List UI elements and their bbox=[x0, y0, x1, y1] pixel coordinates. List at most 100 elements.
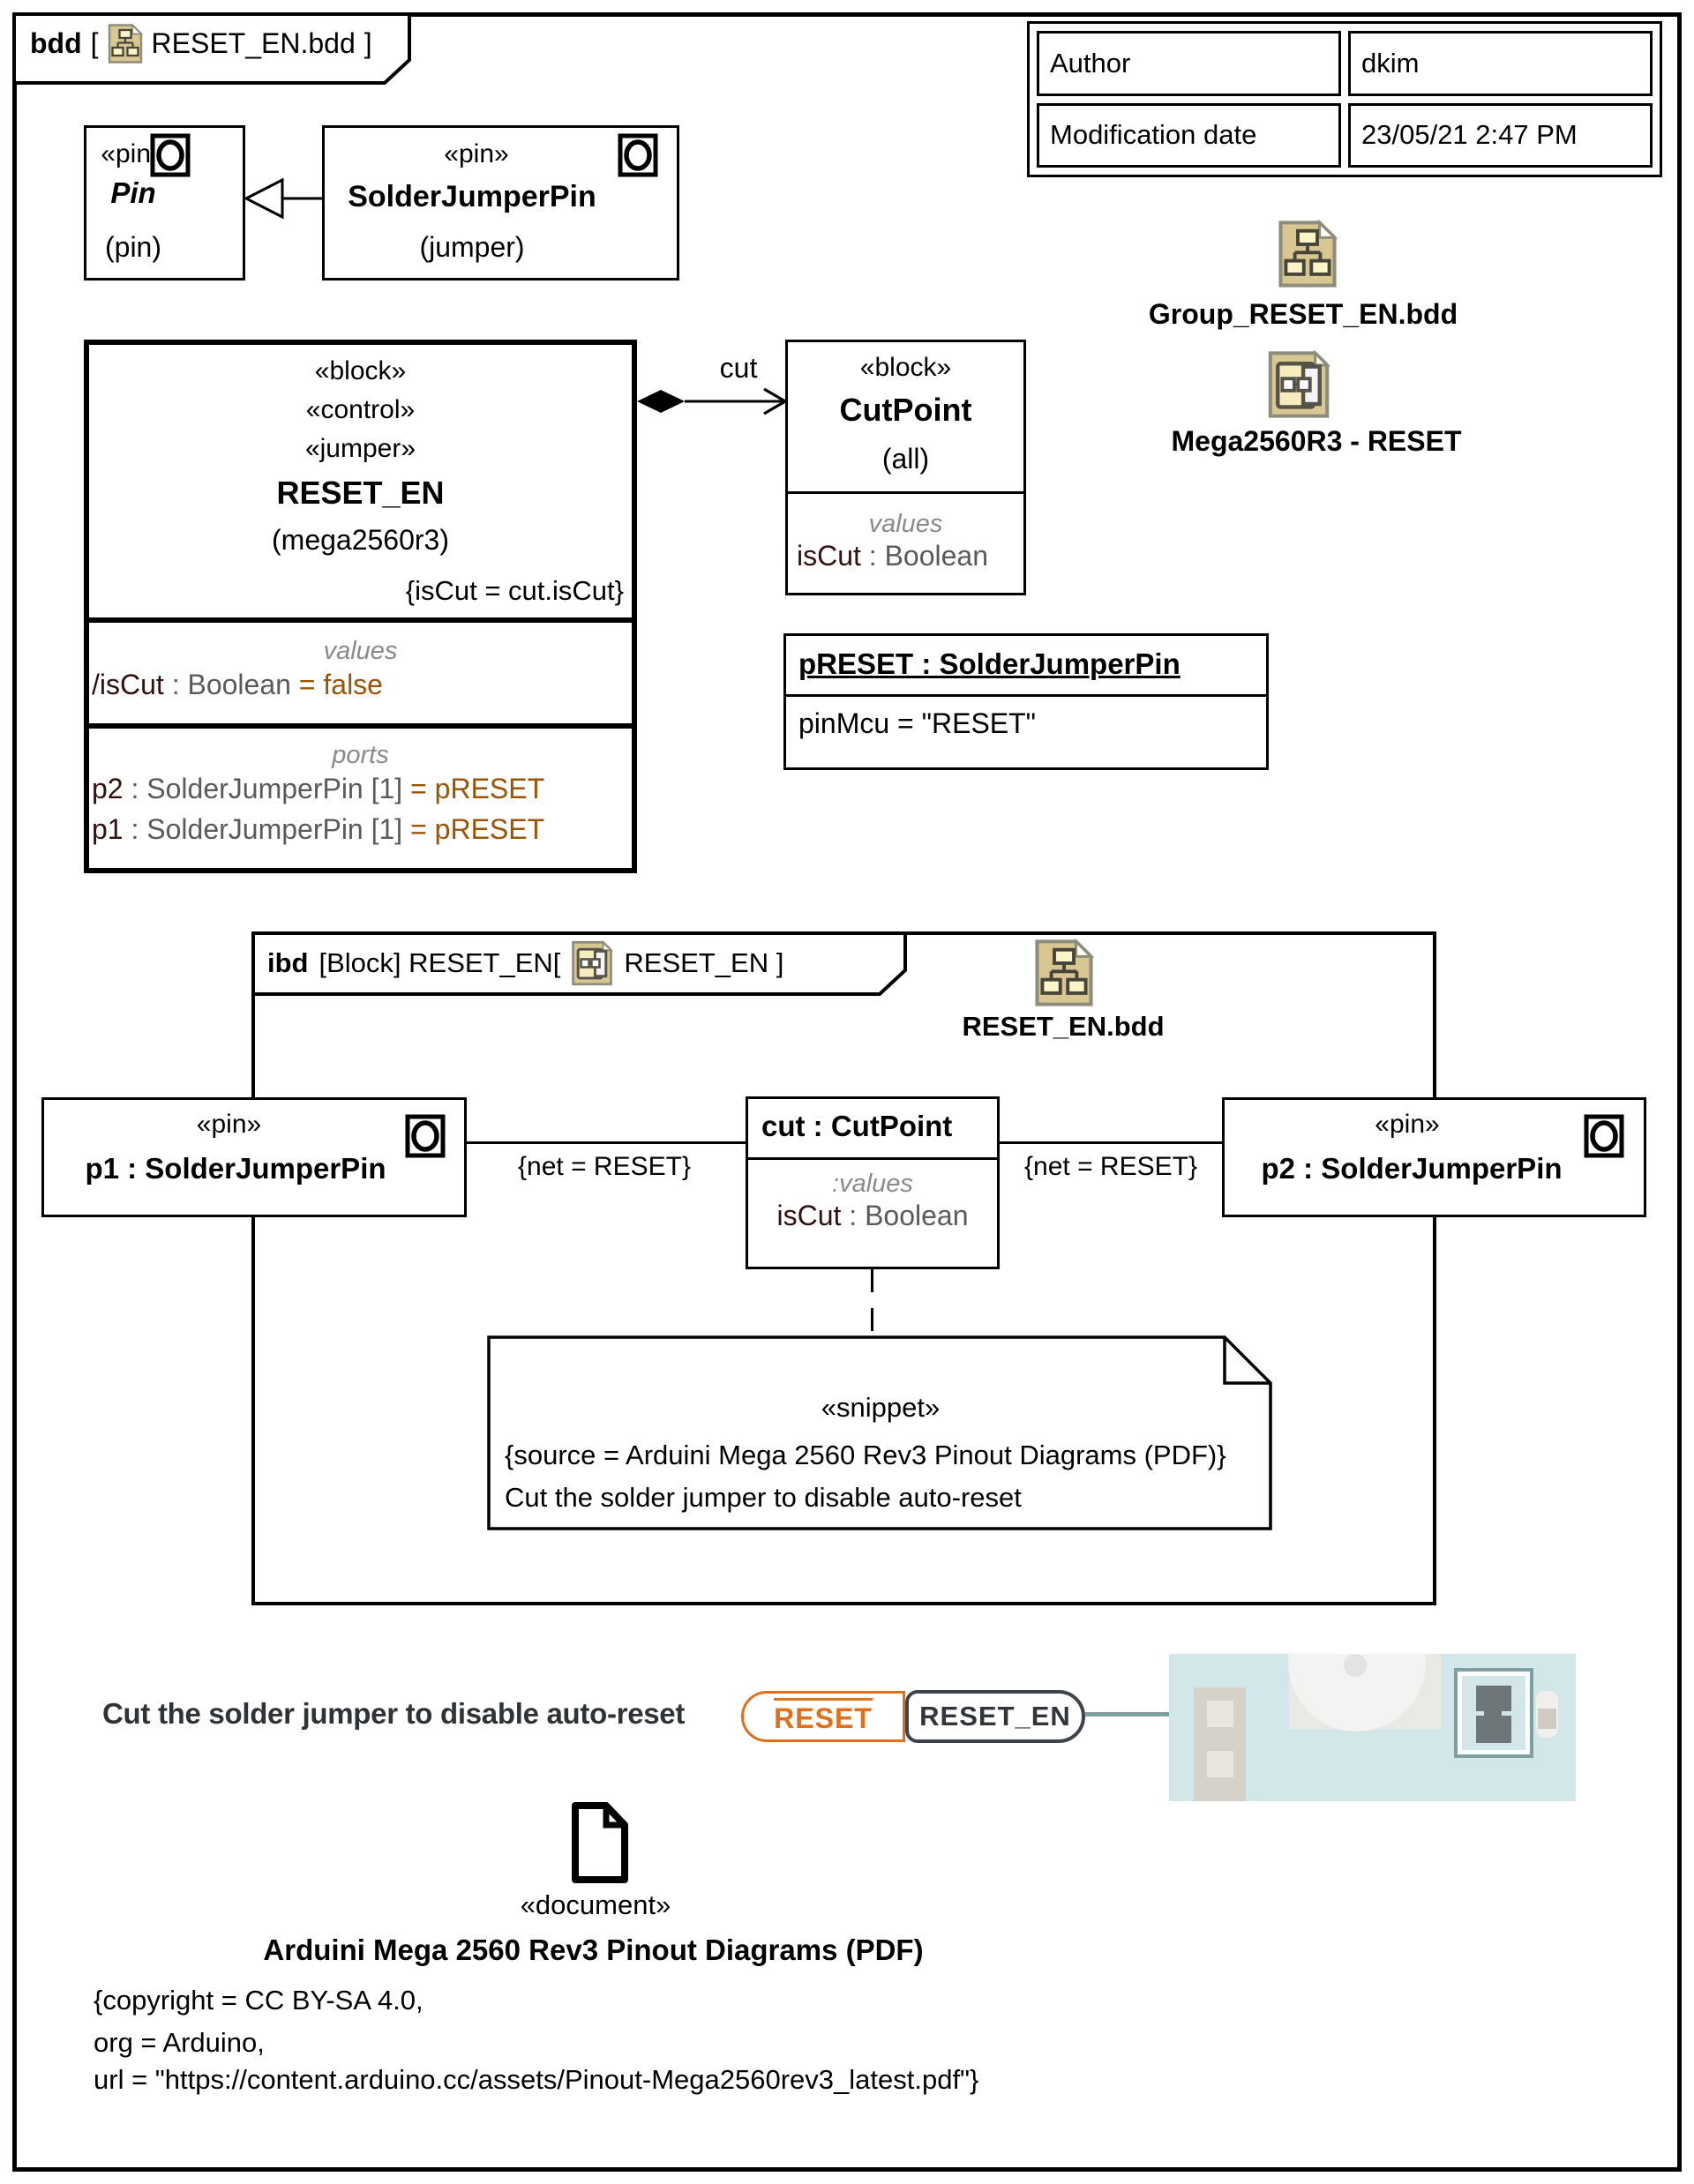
pin-icon bbox=[150, 132, 191, 178]
value-type: : Boolean bbox=[860, 540, 989, 572]
pcb-connector-pad bbox=[1538, 1709, 1556, 1729]
reset-en-separator bbox=[89, 723, 632, 729]
cutpoint-separator bbox=[788, 491, 1023, 494]
info-moddate-value-cell: 23/05/21 2:47 PM bbox=[1348, 102, 1653, 168]
p2-port-part[interactable] bbox=[1222, 1097, 1646, 1217]
bdd-tab-open-bracket: [ bbox=[90, 26, 99, 59]
preset-instance-title: pRESET : SolderJumperPin bbox=[798, 647, 1181, 680]
port-default: = pRESET bbox=[410, 773, 545, 804]
callout-note-text: Cut the solder jumper to disable auto-re… bbox=[102, 1697, 686, 1730]
diagram-frame bbox=[12, 12, 1682, 2172]
mega-reset-artifact-icon[interactable] bbox=[1267, 350, 1330, 419]
composition-association[interactable] bbox=[635, 378, 789, 424]
document-title[interactable]: Arduini Mega 2560 Rev3 Pinout Diagrams (… bbox=[263, 1933, 924, 1966]
snippet-note[interactable] bbox=[487, 1335, 1274, 1531]
cutpoint-alias: (all) bbox=[881, 443, 930, 475]
reset-signal-label: RESET bbox=[774, 1698, 873, 1735]
document-url-line: url = "https://content.arduino.cc/assets… bbox=[94, 2064, 979, 2095]
ibd-tab-tail: RESET_EN ] bbox=[624, 947, 784, 978]
generalization-arrow[interactable] bbox=[244, 173, 325, 224]
reset-en-constraint: {isCut = cut.isCut} bbox=[405, 575, 624, 606]
info-author-label: Author bbox=[1050, 47, 1131, 79]
reset-en-block[interactable] bbox=[84, 340, 637, 873]
cut-part[interactable] bbox=[746, 1096, 1000, 1269]
reset-en-port-line: p1 : SolderJumperPin [1] = pRESET bbox=[92, 813, 544, 846]
ibd-tab-kind: ibd bbox=[267, 947, 309, 978]
group-bdd-artifact-label[interactable]: Group_RESET_EN.bdd bbox=[1148, 298, 1458, 330]
composition-role-label: cut bbox=[719, 352, 758, 384]
reset-en-net-label: RESET_EN bbox=[919, 1701, 1071, 1731]
cutpoint-value-line: isCut : Boolean bbox=[797, 540, 988, 572]
p2-name: p2 : SolderJumperPin bbox=[1261, 1152, 1563, 1185]
bdd-tab-kind: bdd bbox=[30, 26, 82, 59]
value-type: : Boolean bbox=[841, 1200, 969, 1231]
info-author-value: dkim bbox=[1361, 47, 1420, 79]
pcb-header-pad bbox=[1207, 1751, 1233, 1777]
document-copyright-line: {copyright = CC BY-SA 4.0, bbox=[94, 1985, 424, 2016]
cut-part-name: cut : CutPoint bbox=[761, 1110, 953, 1142]
ibd-frame-tab-content: ibd [Block] RESET_EN[ RESET_EN ] bbox=[267, 939, 783, 988]
info-moddate-value: 23/05/21 2:47 PM bbox=[1361, 119, 1578, 151]
bdd-frame-tab-content: bdd [ RESET_EN.bdd ] bbox=[30, 21, 372, 65]
pcb-buzzer-hole bbox=[1344, 1654, 1367, 1677]
document-org-line: org = Arduino, bbox=[94, 2027, 265, 2058]
value-name: isCut bbox=[797, 540, 861, 572]
cutpoint-values-label: values bbox=[868, 510, 943, 538]
connector-p1-cut[interactable] bbox=[467, 1141, 746, 1144]
value-type: : Boolean bbox=[163, 669, 299, 700]
mega-reset-artifact-label[interactable]: Mega2560R3 - RESET bbox=[1171, 425, 1462, 457]
net-label-left: {net = RESET} bbox=[518, 1152, 691, 1181]
note-anchor-line bbox=[871, 1269, 873, 1338]
solderjumperpin-name: SolderJumperPin bbox=[348, 180, 596, 213]
pin-icon bbox=[618, 132, 658, 178]
cutpoint-name: CutPoint bbox=[839, 392, 972, 428]
port-name: p2 bbox=[92, 773, 124, 804]
value-name: isCut bbox=[776, 1200, 842, 1231]
net-label-right: {net = RESET} bbox=[1024, 1152, 1197, 1181]
solderjumperpin-stereotype: «pin» bbox=[444, 139, 509, 168]
document-stereotype: «document» bbox=[520, 1889, 671, 1920]
info-author-label-cell: Author bbox=[1037, 31, 1341, 96]
document-icon[interactable] bbox=[569, 1801, 631, 1884]
connector-cut-p2[interactable] bbox=[1000, 1141, 1222, 1144]
preset-separator bbox=[786, 694, 1266, 697]
value-name: /isCut bbox=[92, 669, 164, 700]
p1-stereotype: «pin» bbox=[196, 1110, 262, 1139]
p1-port-part[interactable] bbox=[41, 1097, 467, 1217]
value-default: = false bbox=[298, 669, 383, 700]
reset-en-stereotype-jumper: «jumper» bbox=[304, 434, 416, 463]
port-name: p1 bbox=[92, 813, 124, 845]
preset-slot-value: pinMcu = "RESET" bbox=[798, 707, 1037, 739]
bdd-tab-close-bracket: ] bbox=[364, 26, 372, 59]
cutpoint-stereotype: «block» bbox=[859, 353, 952, 382]
snippet-source-line: {source = Arduini Mega 2560 Rev3 Pinout … bbox=[505, 1440, 1226, 1470]
solder-jumper-pad-bottom bbox=[1476, 1716, 1511, 1743]
inner-bdd-artifact-icon[interactable] bbox=[1032, 939, 1096, 1007]
reset-en-port-line: p2 : SolderJumperPin [1] = pRESET bbox=[92, 773, 544, 805]
p1-name: p1 : SolderJumperPin bbox=[85, 1152, 386, 1185]
reset-en-stereotype-block: «block» bbox=[314, 356, 407, 385]
reset-en-net-pill[interactable]: RESET_EN bbox=[905, 1690, 1085, 1743]
reset-en-stereotype-control: «control» bbox=[305, 395, 416, 424]
group-bdd-artifact-icon[interactable] bbox=[1277, 220, 1338, 288]
cut-part-values-label: :values bbox=[832, 1170, 913, 1198]
ibd-diagram-icon bbox=[571, 940, 613, 986]
port-type: : SolderJumperPin [1] bbox=[123, 813, 411, 845]
solderjumperpin-alias: (jumper) bbox=[419, 231, 525, 263]
info-moddate-label-cell: Modification date bbox=[1037, 102, 1341, 168]
snippet-stereotype: «snippet» bbox=[821, 1392, 941, 1423]
preset-instance-block[interactable] bbox=[783, 633, 1269, 770]
inner-bdd-artifact-label[interactable]: RESET_EN.bdd bbox=[962, 1011, 1165, 1042]
reset-en-alias: (mega2560r3) bbox=[272, 524, 449, 556]
info-author-value-cell: dkim bbox=[1348, 31, 1653, 96]
pin-block-name: Pin bbox=[110, 176, 156, 209]
p2-stereotype: «pin» bbox=[1375, 1110, 1440, 1139]
info-moddate-label: Modification date bbox=[1050, 119, 1257, 151]
info-table[interactable]: Author dkim Modification date 23/05/21 2… bbox=[1027, 21, 1662, 177]
reset-en-separator bbox=[89, 617, 632, 623]
ibd-tab-mid: [Block] RESET_EN[ bbox=[319, 947, 561, 978]
solder-jumper-highlight-box[interactable] bbox=[1454, 1668, 1533, 1758]
cutpoint-block[interactable] bbox=[785, 340, 1026, 595]
cut-part-separator bbox=[748, 1157, 997, 1160]
reset-signal-pill[interactable]: RESET bbox=[741, 1691, 905, 1742]
